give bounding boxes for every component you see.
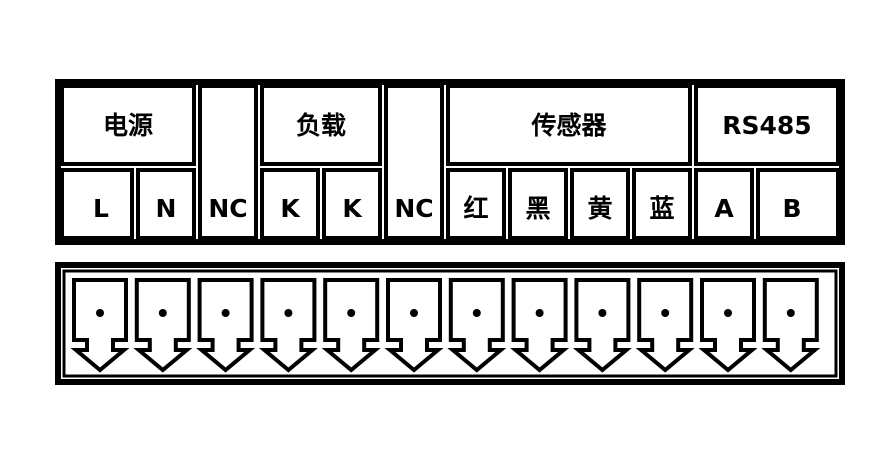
- screw-terminal: [321, 278, 381, 373]
- group-label-power: 电源: [103, 111, 153, 140]
- term-cell-yellow: [570, 168, 630, 240]
- screw-terminal: [635, 278, 695, 373]
- label-panel-frame: [55, 79, 845, 245]
- screw-terminal-outline: [761, 278, 821, 373]
- terminal-label-black: 黑: [525, 194, 550, 223]
- group-cell-load: [260, 84, 382, 166]
- screw-hole-dot: [284, 309, 293, 317]
- term-cell-k1: [260, 168, 320, 240]
- group-label-rs485: RS485: [722, 111, 811, 140]
- screw-hole-dot: [472, 309, 481, 317]
- term-cell-k2: [322, 168, 382, 240]
- group-label-load: 负载: [296, 111, 346, 140]
- screw-hole-dot: [724, 309, 732, 317]
- screw-terminal: [196, 278, 256, 373]
- screw-hole-dot: [661, 309, 670, 317]
- screw-hole-dot: [598, 309, 607, 317]
- terminal-label-k-1: K: [280, 194, 301, 223]
- screw-terminal-outline: [510, 278, 570, 373]
- screw-hole-dot: [786, 309, 795, 317]
- screw-terminal: [133, 278, 193, 373]
- term-cell-red: [446, 168, 506, 240]
- terminal-label-b: B: [782, 194, 801, 223]
- terminal-label-l: L: [93, 194, 109, 223]
- screw-terminal-outline: [133, 278, 193, 373]
- screw-terminal: [447, 278, 507, 373]
- group-cell-power: [60, 84, 196, 166]
- label-panel: 电源 负载 传感器 RS485 L N NC K K NC 红 黑 黄 蓝 A …: [55, 79, 845, 245]
- screw-terminal-outline: [572, 278, 632, 373]
- screw-terminal-outline: [384, 278, 444, 373]
- terminal-block: [55, 262, 845, 385]
- screw-terminal-outline: [635, 278, 695, 373]
- group-cell-sensor: [446, 84, 692, 166]
- term-cell-a: [694, 168, 754, 240]
- screw-terminal-outline: [196, 278, 256, 373]
- group-label-sensor: 传感器: [530, 111, 607, 140]
- terminal-label-a: A: [714, 194, 734, 223]
- screw-terminal: [384, 278, 444, 373]
- screw-terminal: [761, 278, 821, 373]
- term-cell-b: [756, 168, 840, 240]
- terminal-label-k-2: K: [342, 194, 363, 223]
- screw-hole-dot: [535, 309, 544, 317]
- terminal-label-yellow: 黄: [587, 194, 612, 223]
- group-cell-rs485: [694, 84, 840, 166]
- group-cell-nc-2: [384, 84, 444, 240]
- term-cell-n: [136, 168, 196, 240]
- terminal-label-red: 红: [463, 194, 488, 223]
- term-cell-blue: [632, 168, 692, 240]
- screw-hole-dot: [96, 309, 104, 317]
- screw-terminal-outline: [698, 278, 758, 373]
- term-cell-l: [60, 168, 134, 240]
- terminal-block-outer-frame: [55, 262, 845, 385]
- screw-hole-dot: [221, 309, 230, 317]
- screw-hole-dot: [347, 309, 356, 317]
- terminal-label-n: N: [156, 194, 177, 223]
- screw-terminal-outline: [258, 278, 318, 373]
- screw-terminal: [572, 278, 632, 373]
- terminal-label-nc-2: NC: [394, 194, 433, 223]
- screw-hole-dot: [158, 309, 167, 317]
- terminal-block-inner-frame: [62, 269, 838, 378]
- screw-terminal: [70, 278, 130, 373]
- term-cell-black: [508, 168, 568, 240]
- screw-terminal-outline: [321, 278, 381, 373]
- screw-terminal: [698, 278, 758, 373]
- group-cell-nc-1: [198, 84, 258, 240]
- screw-terminal-outline: [447, 278, 507, 373]
- screw-terminal: [510, 278, 570, 373]
- terminal-label-blue: 蓝: [649, 194, 674, 223]
- screw-terminal-outline: [70, 278, 130, 373]
- screw-terminals: [70, 278, 821, 373]
- terminal-label-nc-1: NC: [208, 194, 247, 223]
- screw-hole-dot: [410, 309, 418, 317]
- screw-terminal: [258, 278, 318, 373]
